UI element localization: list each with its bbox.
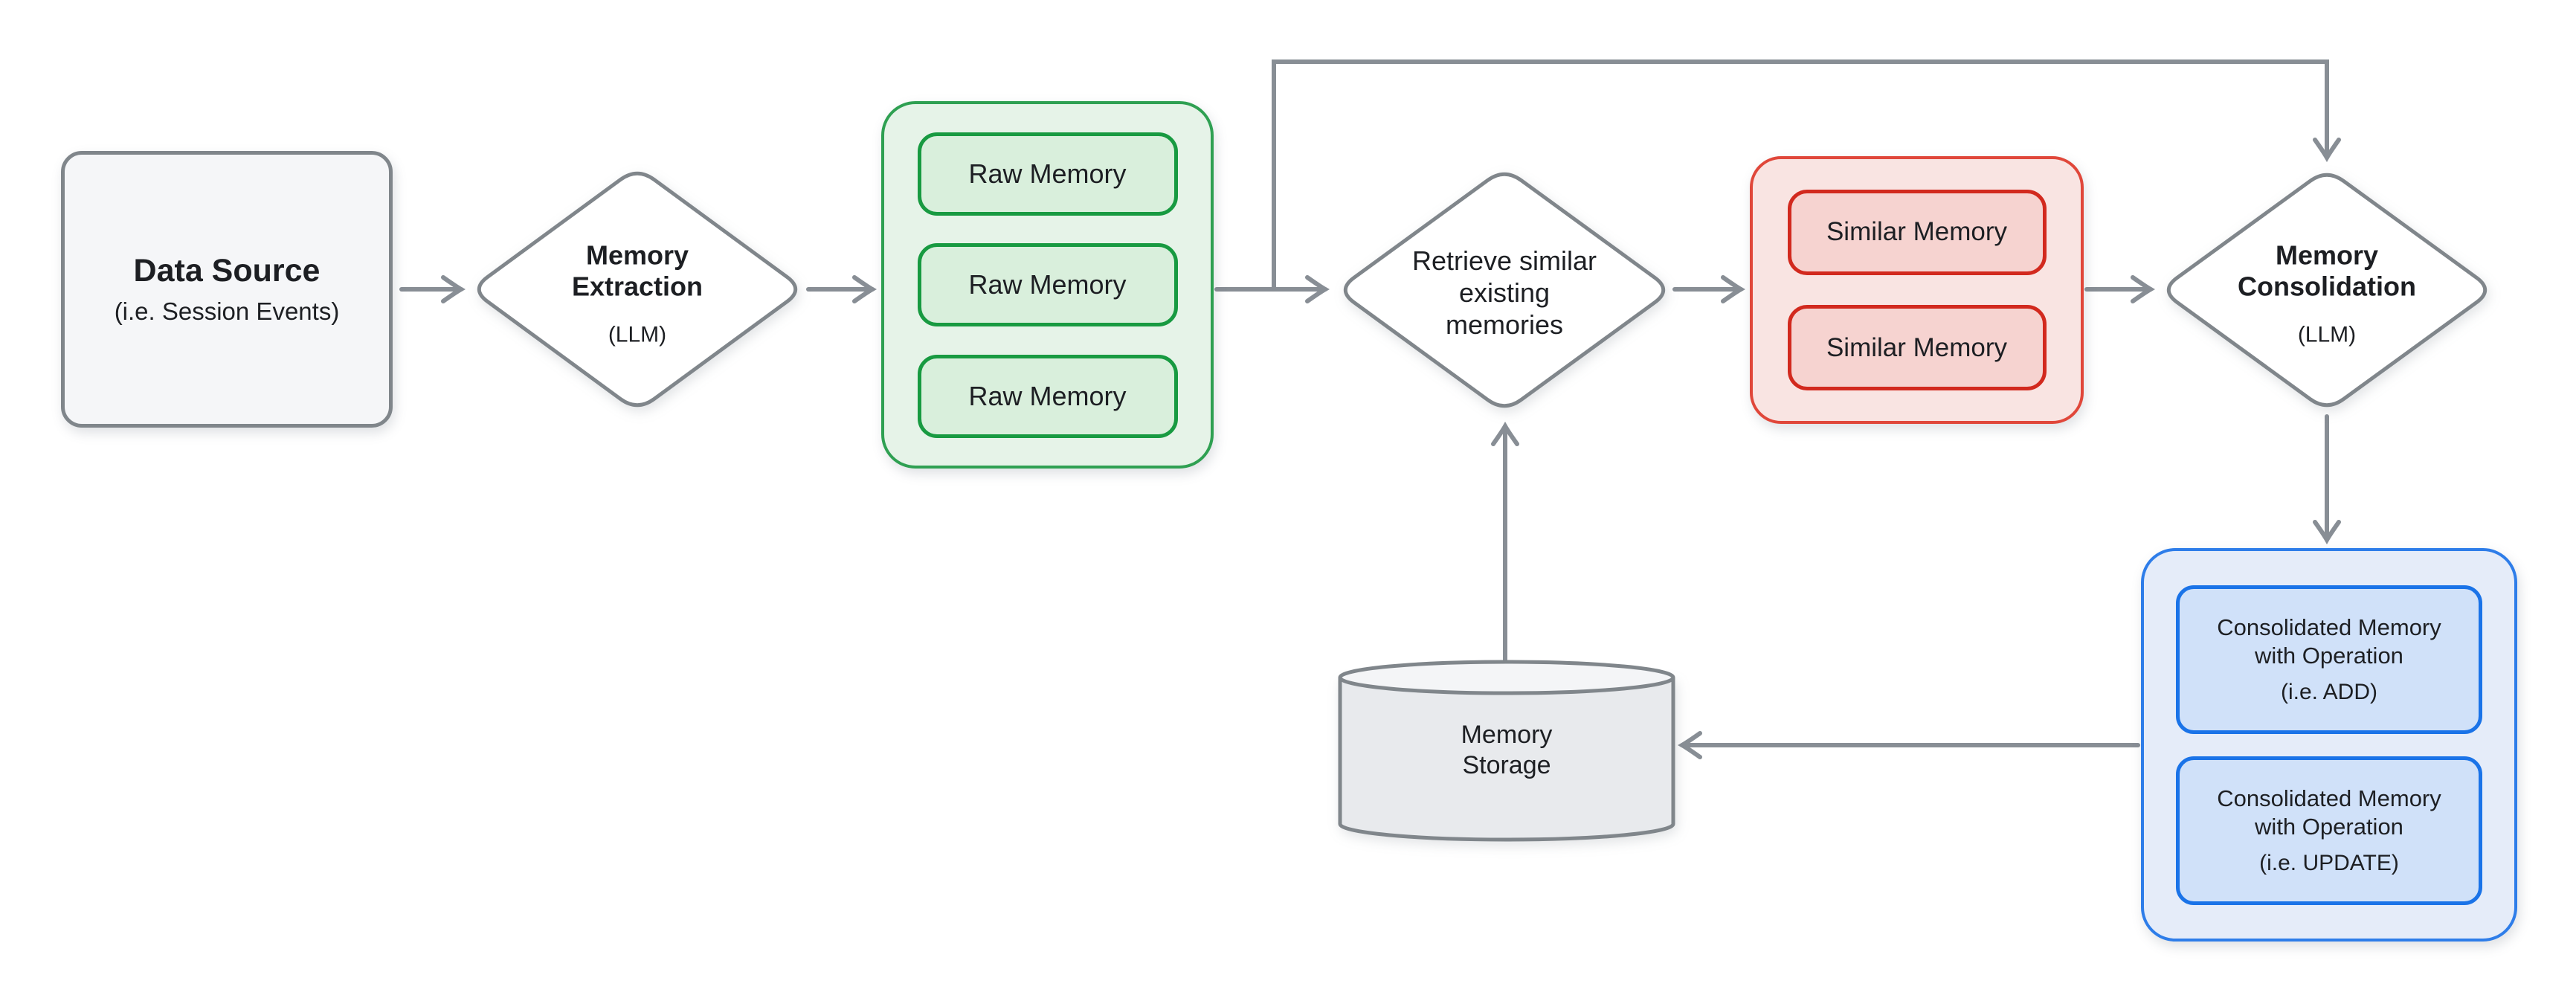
- memory-extraction-label: Memory Extraction (LLM): [572, 227, 703, 361]
- consolidated-memory-subtitle: (i.e. UPDATE): [2259, 850, 2399, 875]
- similar-memories-container: Similar Memory Similar Memory: [1750, 156, 2084, 424]
- memory-storage-title: Memory Storage: [1461, 721, 1553, 779]
- edge-raw-memories-to-consolidation-feedback: [1272, 59, 2327, 292]
- similar-memory-label: Similar Memory: [1826, 332, 2008, 362]
- raw-memory-box: Raw Memory: [917, 132, 1178, 216]
- consolidated-memory-subtitle: (i.e. ADD): [2280, 679, 2378, 704]
- consolidated-memory-title: Consolidated Memory with Operation: [2217, 614, 2441, 669]
- raw-memory-label: Raw Memory: [968, 380, 1127, 411]
- memory-extraction-subtitle: (LLM): [608, 322, 667, 347]
- similar-memory-box: Similar Memory: [1787, 305, 2047, 391]
- memory-storage-cylinder-rim: [1338, 660, 1675, 695]
- similar-memory-box: Similar Memory: [1787, 189, 2047, 275]
- raw-memory-label: Raw Memory: [968, 158, 1127, 189]
- memory-extraction-diamond: [477, 171, 798, 408]
- memory-consolidation-label: Memory Consolidation (LLM): [2238, 227, 2416, 361]
- memory-consolidation-subtitle: (LLM): [2297, 322, 2357, 347]
- raw-memory-box: Raw Memory: [917, 243, 1178, 326]
- retrieve-similar-diamond: [1343, 172, 1666, 408]
- memory-consolidation-title: Memory Consolidation: [2238, 239, 2416, 302]
- memory-storage-label: Memory Storage: [1461, 707, 1553, 794]
- retrieve-similar-label: Retrieve similar existing memories: [1412, 231, 1597, 355]
- consolidated-memories-container: Consolidated Memory with Operation (i.e.…: [2141, 548, 2517, 942]
- retrieve-similar-title: Retrieve similar existing memories: [1411, 245, 1597, 341]
- consolidated-memory-box: Consolidated Memory with Operation (i.e.…: [2176, 585, 2482, 734]
- similar-memory-label: Similar Memory: [1826, 217, 2008, 247]
- consolidated-memory-box: Consolidated Memory with Operation (i.e.…: [2176, 756, 2482, 905]
- raw-memories-container: Raw Memory Raw Memory Raw Memory: [881, 101, 1214, 469]
- data-source-title: Data Source: [133, 253, 321, 289]
- memory-consolidation-diamond: [2166, 173, 2488, 408]
- raw-memory-label: Raw Memory: [968, 269, 1127, 300]
- consolidated-memory-title: Consolidated Memory with Operation: [2217, 785, 2441, 840]
- memory-storage-cylinder-body: [1338, 677, 1675, 842]
- data-source-subtitle: (i.e. Session Events): [114, 297, 340, 325]
- memory-extraction-title: Memory Extraction: [571, 239, 703, 302]
- data-source-node: Data Source (i.e. Session Events): [61, 151, 393, 428]
- raw-memory-box: Raw Memory: [917, 354, 1178, 438]
